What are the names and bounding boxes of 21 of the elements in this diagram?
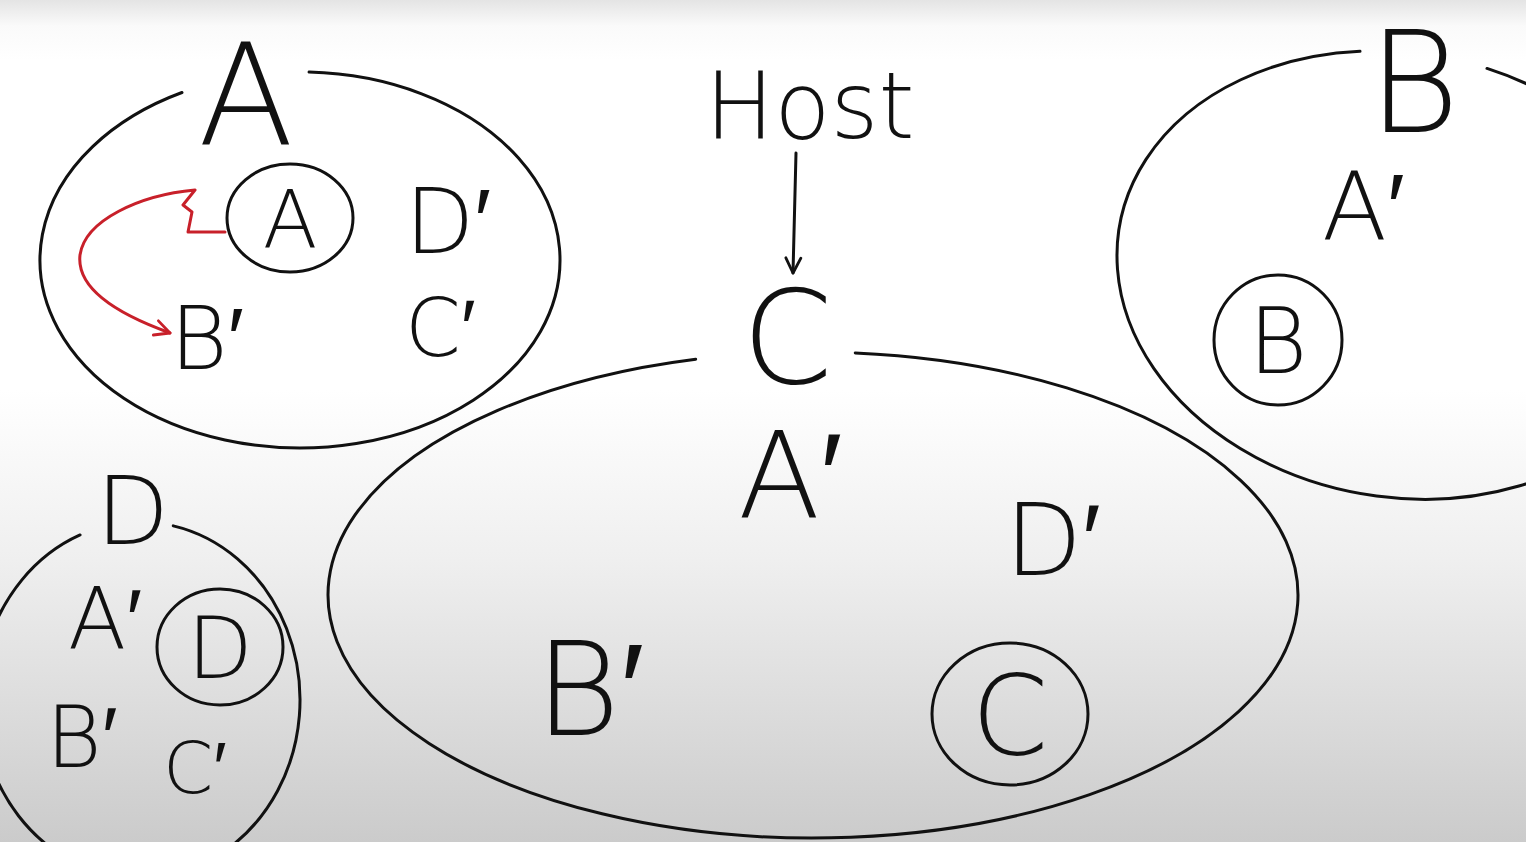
arrow [78,188,227,337]
primed-letter: C′ [405,289,476,369]
primed-letter: B′ [170,295,245,383]
primed-letter: A′ [68,577,143,662]
circled-letter: C [971,661,1049,772]
ellipse-heading: D [96,464,170,559]
primed-letter: A′ [738,416,843,536]
ellipse-heading: B [1368,14,1460,154]
primed-letter: B′ [535,625,645,755]
circled-letter: A [262,179,318,260]
primed-letter: D′ [1005,491,1101,591]
host-label: Host [705,61,915,153]
circled-letter: B [1248,296,1308,387]
arrow [784,151,803,275]
ellipse-heading: A [198,26,294,166]
circled-letter: D [187,606,253,692]
primed-letter: D′ [405,177,492,267]
primed-letter: A′ [1322,160,1405,255]
primed-letter: C′ [163,732,227,804]
ellipse-heading: C [742,273,833,403]
primed-letter: B′ [46,695,118,780]
